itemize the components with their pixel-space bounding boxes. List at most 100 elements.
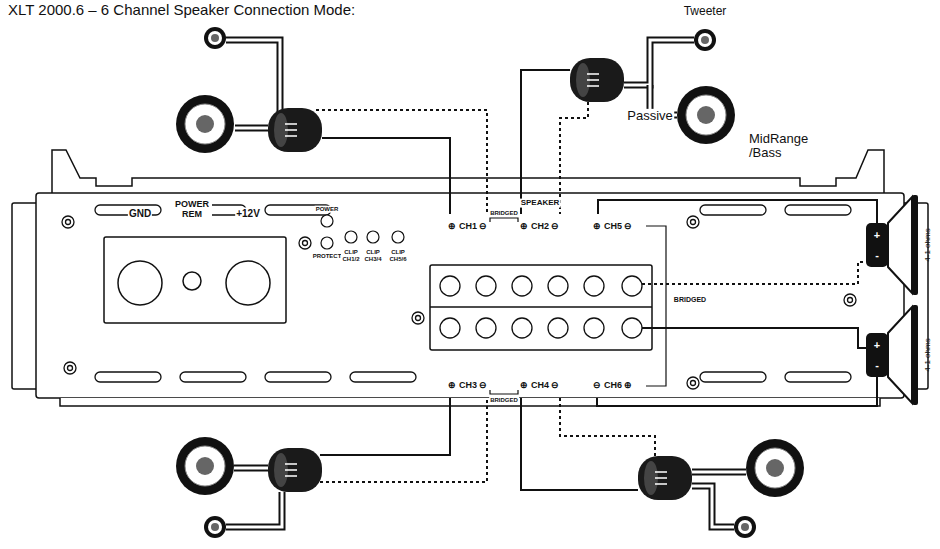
channel-label: ⊕ CH2 ⊖ <box>519 222 560 232</box>
crossover-lines <box>655 472 667 484</box>
led-label: CLIP CH3/4 <box>363 249 383 262</box>
screw-hole-center <box>416 316 421 321</box>
channel-label: ⊕ CH4 ⊖ <box>519 381 560 391</box>
speaker-terminal <box>548 276 568 296</box>
tweeter-dome <box>211 34 219 42</box>
vent-slot <box>785 205 851 215</box>
screw-hole-center <box>66 220 71 225</box>
speaker-terminal <box>440 318 460 338</box>
channel-label: ⊕ CH5 ⊖ <box>592 222 633 232</box>
screw-hole-ring <box>687 377 699 389</box>
speaker-terminal <box>548 318 568 338</box>
speaker-cable-inner <box>235 127 268 130</box>
speaker-cable-inner <box>234 467 268 470</box>
bridge-label: BRIDGED <box>489 397 519 404</box>
subwoofer-magnet <box>866 333 888 377</box>
led-label: PROTECT <box>312 253 343 260</box>
subwoofer-magnet <box>866 223 888 267</box>
speaker-wire <box>642 328 866 348</box>
gnd-terminal <box>118 261 162 305</box>
tweeter-speaker <box>204 27 226 49</box>
screw-hole-center <box>68 366 73 371</box>
vent-slot <box>180 372 246 382</box>
speaker-cone <box>686 95 726 135</box>
tweeter-ring <box>204 516 226 538</box>
terminal-divider <box>430 306 652 308</box>
speaker-dustcap <box>766 459 784 477</box>
screw-hole-center <box>303 241 308 246</box>
speaker-dustcap <box>697 106 715 124</box>
midrange-bass-speaker <box>176 95 234 153</box>
speaker-wire <box>560 102 588 214</box>
passive-crossover <box>638 456 692 500</box>
screw-hole-center <box>848 298 853 303</box>
screw-hole-ring <box>687 216 699 228</box>
speaker-terminal <box>512 276 532 296</box>
speaker-cone <box>185 446 225 486</box>
screw-hole <box>687 216 699 228</box>
vent-slot <box>700 372 766 382</box>
midrange-bass-speaker <box>176 437 234 495</box>
tweeter-speaker <box>734 516 756 538</box>
crossover-body <box>268 448 322 492</box>
speaker-cone <box>755 448 795 488</box>
impedance-label: 4-1 ohms <box>924 228 933 261</box>
speaker-cable-outer <box>226 40 280 112</box>
speaker-label: Tweeter <box>683 5 728 18</box>
speaker-terminal <box>476 276 496 296</box>
speaker-wire <box>316 110 487 214</box>
bridge-label: BRIDGED <box>489 210 519 217</box>
led-label: CLIP CH5/6 <box>388 249 408 262</box>
speaker-terminal <box>440 276 460 296</box>
bridge-bracket <box>490 390 518 394</box>
screw-hole-ring <box>64 362 76 374</box>
speaker-cable-outer <box>226 492 282 527</box>
midrange-bass-speaker <box>677 86 735 144</box>
screw-hole-center <box>691 220 696 225</box>
tweeter-speaker <box>694 29 716 51</box>
terminal-label: GND <box>128 208 152 219</box>
speaker-label: MidRange /Bass <box>748 132 812 161</box>
bridge-bracket <box>490 218 518 222</box>
passive-crossover <box>268 108 322 152</box>
tweeter-dome <box>211 523 219 531</box>
bridge-bracket <box>646 226 666 386</box>
subwoofer-rim <box>912 305 918 405</box>
screw-hole <box>844 294 856 306</box>
speaker-wire <box>642 262 866 284</box>
crossover-body <box>638 456 692 500</box>
speaker-cable-inner <box>226 40 280 112</box>
speaker-dustcap <box>196 115 214 133</box>
channel-label: ⊖ CH6 ⊕ <box>592 381 633 391</box>
speaker-terminal <box>622 276 642 296</box>
screw-hole-center <box>691 381 696 386</box>
subwoofer-cone <box>888 197 912 293</box>
tweeter-dome <box>741 523 749 531</box>
screw-hole-ring <box>412 312 424 324</box>
bridge-label: BRIDGED <box>673 296 707 304</box>
speaker-cable-inner <box>692 486 734 527</box>
tweeter-face <box>208 31 222 45</box>
polarity-mark: + <box>874 229 880 241</box>
tweeter-face <box>738 520 752 534</box>
screw-hole-ring <box>62 216 74 228</box>
subwoofer-rim <box>912 195 918 295</box>
led-label: POWER <box>315 206 340 213</box>
screw-hole <box>62 216 74 228</box>
crossover-body <box>570 58 624 102</box>
speaker-terminal <box>512 318 532 338</box>
led-label: CLIP CH1/2 <box>341 249 361 262</box>
speaker-wire <box>322 138 450 214</box>
indicator-led <box>321 215 333 227</box>
channel-label: ⊕ CH3 ⊖ <box>447 381 488 391</box>
screw-hole-ring <box>844 294 856 306</box>
tweeter-face <box>698 33 712 47</box>
speaker-wire <box>521 70 570 214</box>
polarity-mark: - <box>875 249 879 261</box>
section-label: SPEAKER <box>520 199 561 208</box>
tweeter-ring <box>734 516 756 538</box>
polarity-mark: - <box>875 359 879 371</box>
rem-terminal <box>183 272 201 290</box>
